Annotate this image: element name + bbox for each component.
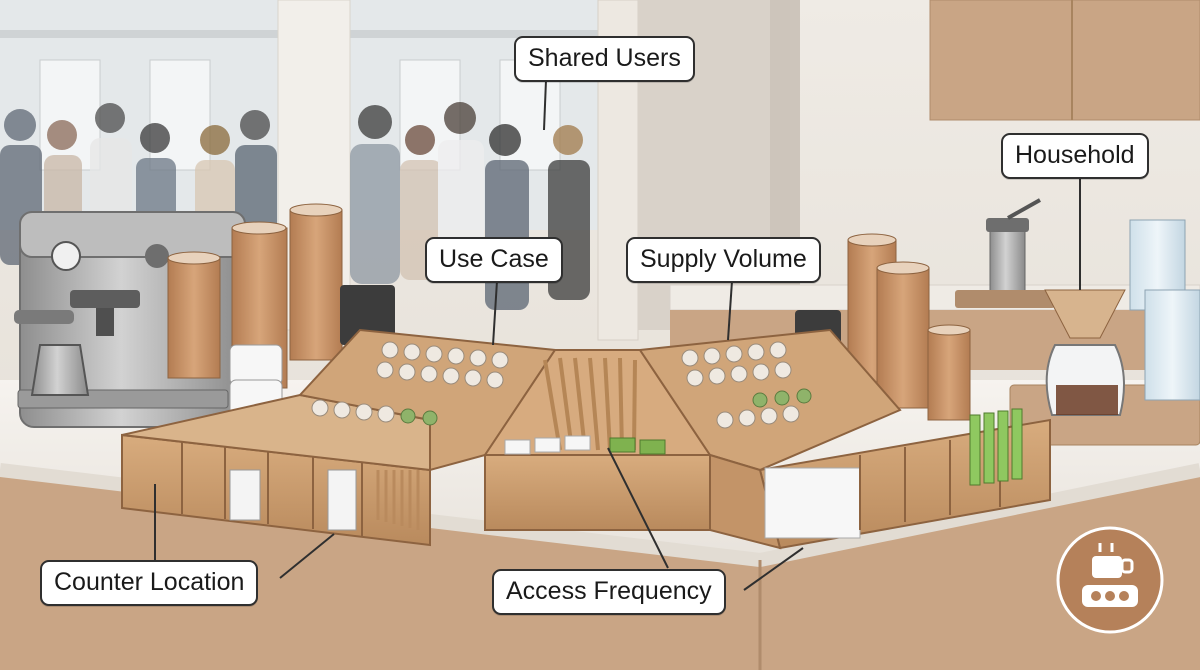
label-access-frequency: Access Frequency bbox=[492, 569, 726, 615]
organizer-left bbox=[121, 328, 557, 547]
leader-access-frequency bbox=[607, 447, 669, 569]
callout-leader-lines bbox=[154, 79, 1081, 591]
label-supply-volume: Supply Volume bbox=[626, 237, 821, 283]
leader-use-case bbox=[492, 280, 498, 346]
label-counter-location: Counter Location bbox=[40, 560, 259, 606]
leader-supply-volume bbox=[727, 280, 733, 341]
robot-coffee-icon bbox=[1056, 526, 1164, 634]
organizer-right bbox=[638, 328, 1051, 550]
household-items bbox=[955, 198, 1200, 446]
leader-counter-location-2 bbox=[279, 533, 335, 579]
leader-shared-users bbox=[543, 79, 547, 131]
label-use-case: Use Case bbox=[425, 237, 563, 283]
label-shared-users: Shared Users bbox=[514, 36, 695, 82]
organizer-center bbox=[484, 349, 711, 531]
label-household: Household bbox=[1001, 133, 1149, 179]
leader-access-frequency-2 bbox=[743, 547, 804, 591]
